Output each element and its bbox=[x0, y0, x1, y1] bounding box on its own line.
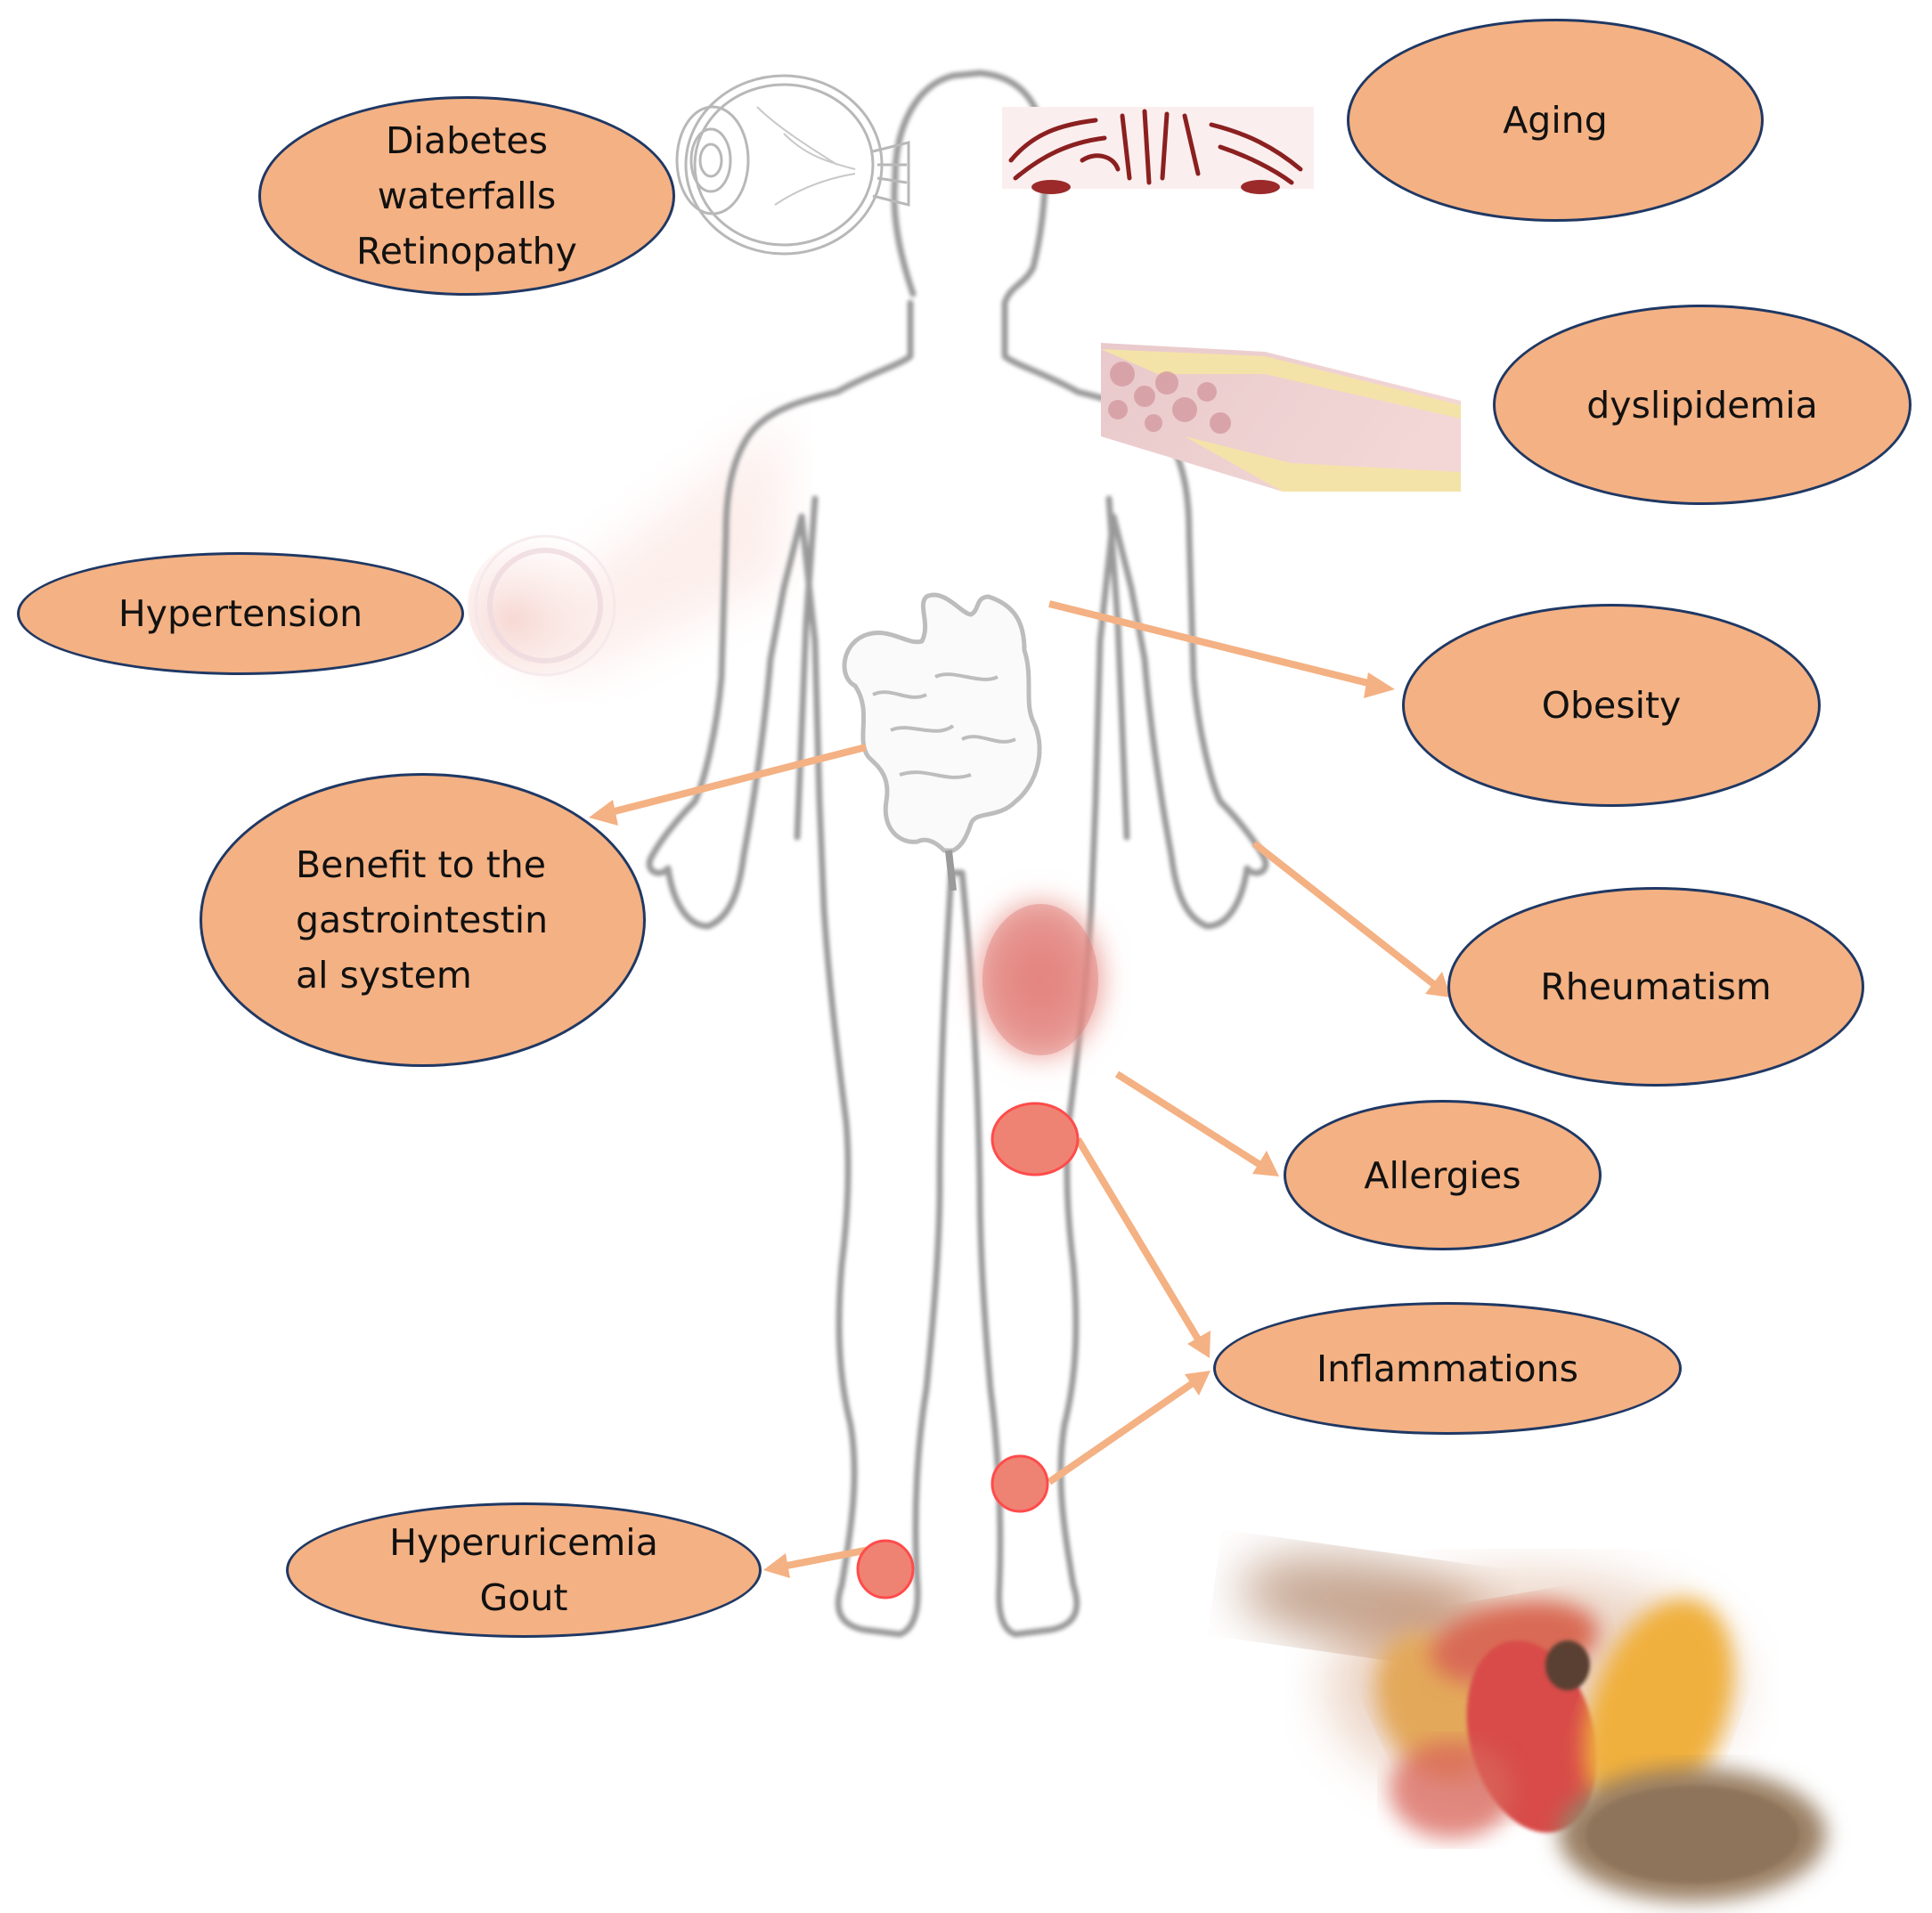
label-hyperuricemia-gout: Hyperuricemia Gout bbox=[286, 1502, 762, 1638]
label-gastrointestinal: Benefit to the gastrointestin al system bbox=[200, 773, 646, 1067]
arrow-foot-to-gout bbox=[763, 1546, 870, 1578]
label-inflammations: Inflammations bbox=[1213, 1302, 1682, 1435]
blood-vessel-illustration bbox=[468, 419, 784, 677]
arrow-ankle-to-inflammations bbox=[1047, 1371, 1211, 1486]
artery-illustration bbox=[1101, 343, 1461, 492]
knee-hotspot bbox=[990, 1102, 1080, 1176]
arrow-to-allergies bbox=[1114, 1070, 1279, 1176]
label-rheumatism: Rheumatism bbox=[1447, 887, 1864, 1087]
arrow-to-rheumatism bbox=[1251, 840, 1451, 997]
allergy-rash-illustration bbox=[965, 886, 1116, 1073]
arrow-knee-to-inflammations bbox=[1074, 1136, 1211, 1358]
cashew-apple-photo bbox=[1239, 1555, 1826, 1901]
intestine-illustration bbox=[842, 592, 1042, 891]
label-aging: Aging bbox=[1347, 19, 1764, 222]
hotspots-layer bbox=[856, 1102, 1080, 1600]
label-diabetes: Diabetes waterfalls Retinopathy bbox=[258, 96, 675, 296]
ankle-hotspot bbox=[990, 1454, 1049, 1513]
eye-illustration bbox=[675, 74, 910, 256]
arrow-to-gastro bbox=[589, 744, 867, 826]
label-dyslipidemia: dyslipidemia bbox=[1493, 305, 1912, 505]
label-allergies: Allergies bbox=[1284, 1100, 1602, 1250]
foot-hotspot bbox=[856, 1539, 915, 1600]
arrow-to-obesity bbox=[1048, 600, 1395, 698]
aging-skin-illustration bbox=[1002, 107, 1314, 194]
label-obesity: Obesity bbox=[1402, 604, 1821, 807]
label-hypertension: Hypertension bbox=[17, 552, 464, 675]
body-outline bbox=[646, 69, 1269, 1638]
arrows-layer bbox=[589, 600, 1451, 1578]
